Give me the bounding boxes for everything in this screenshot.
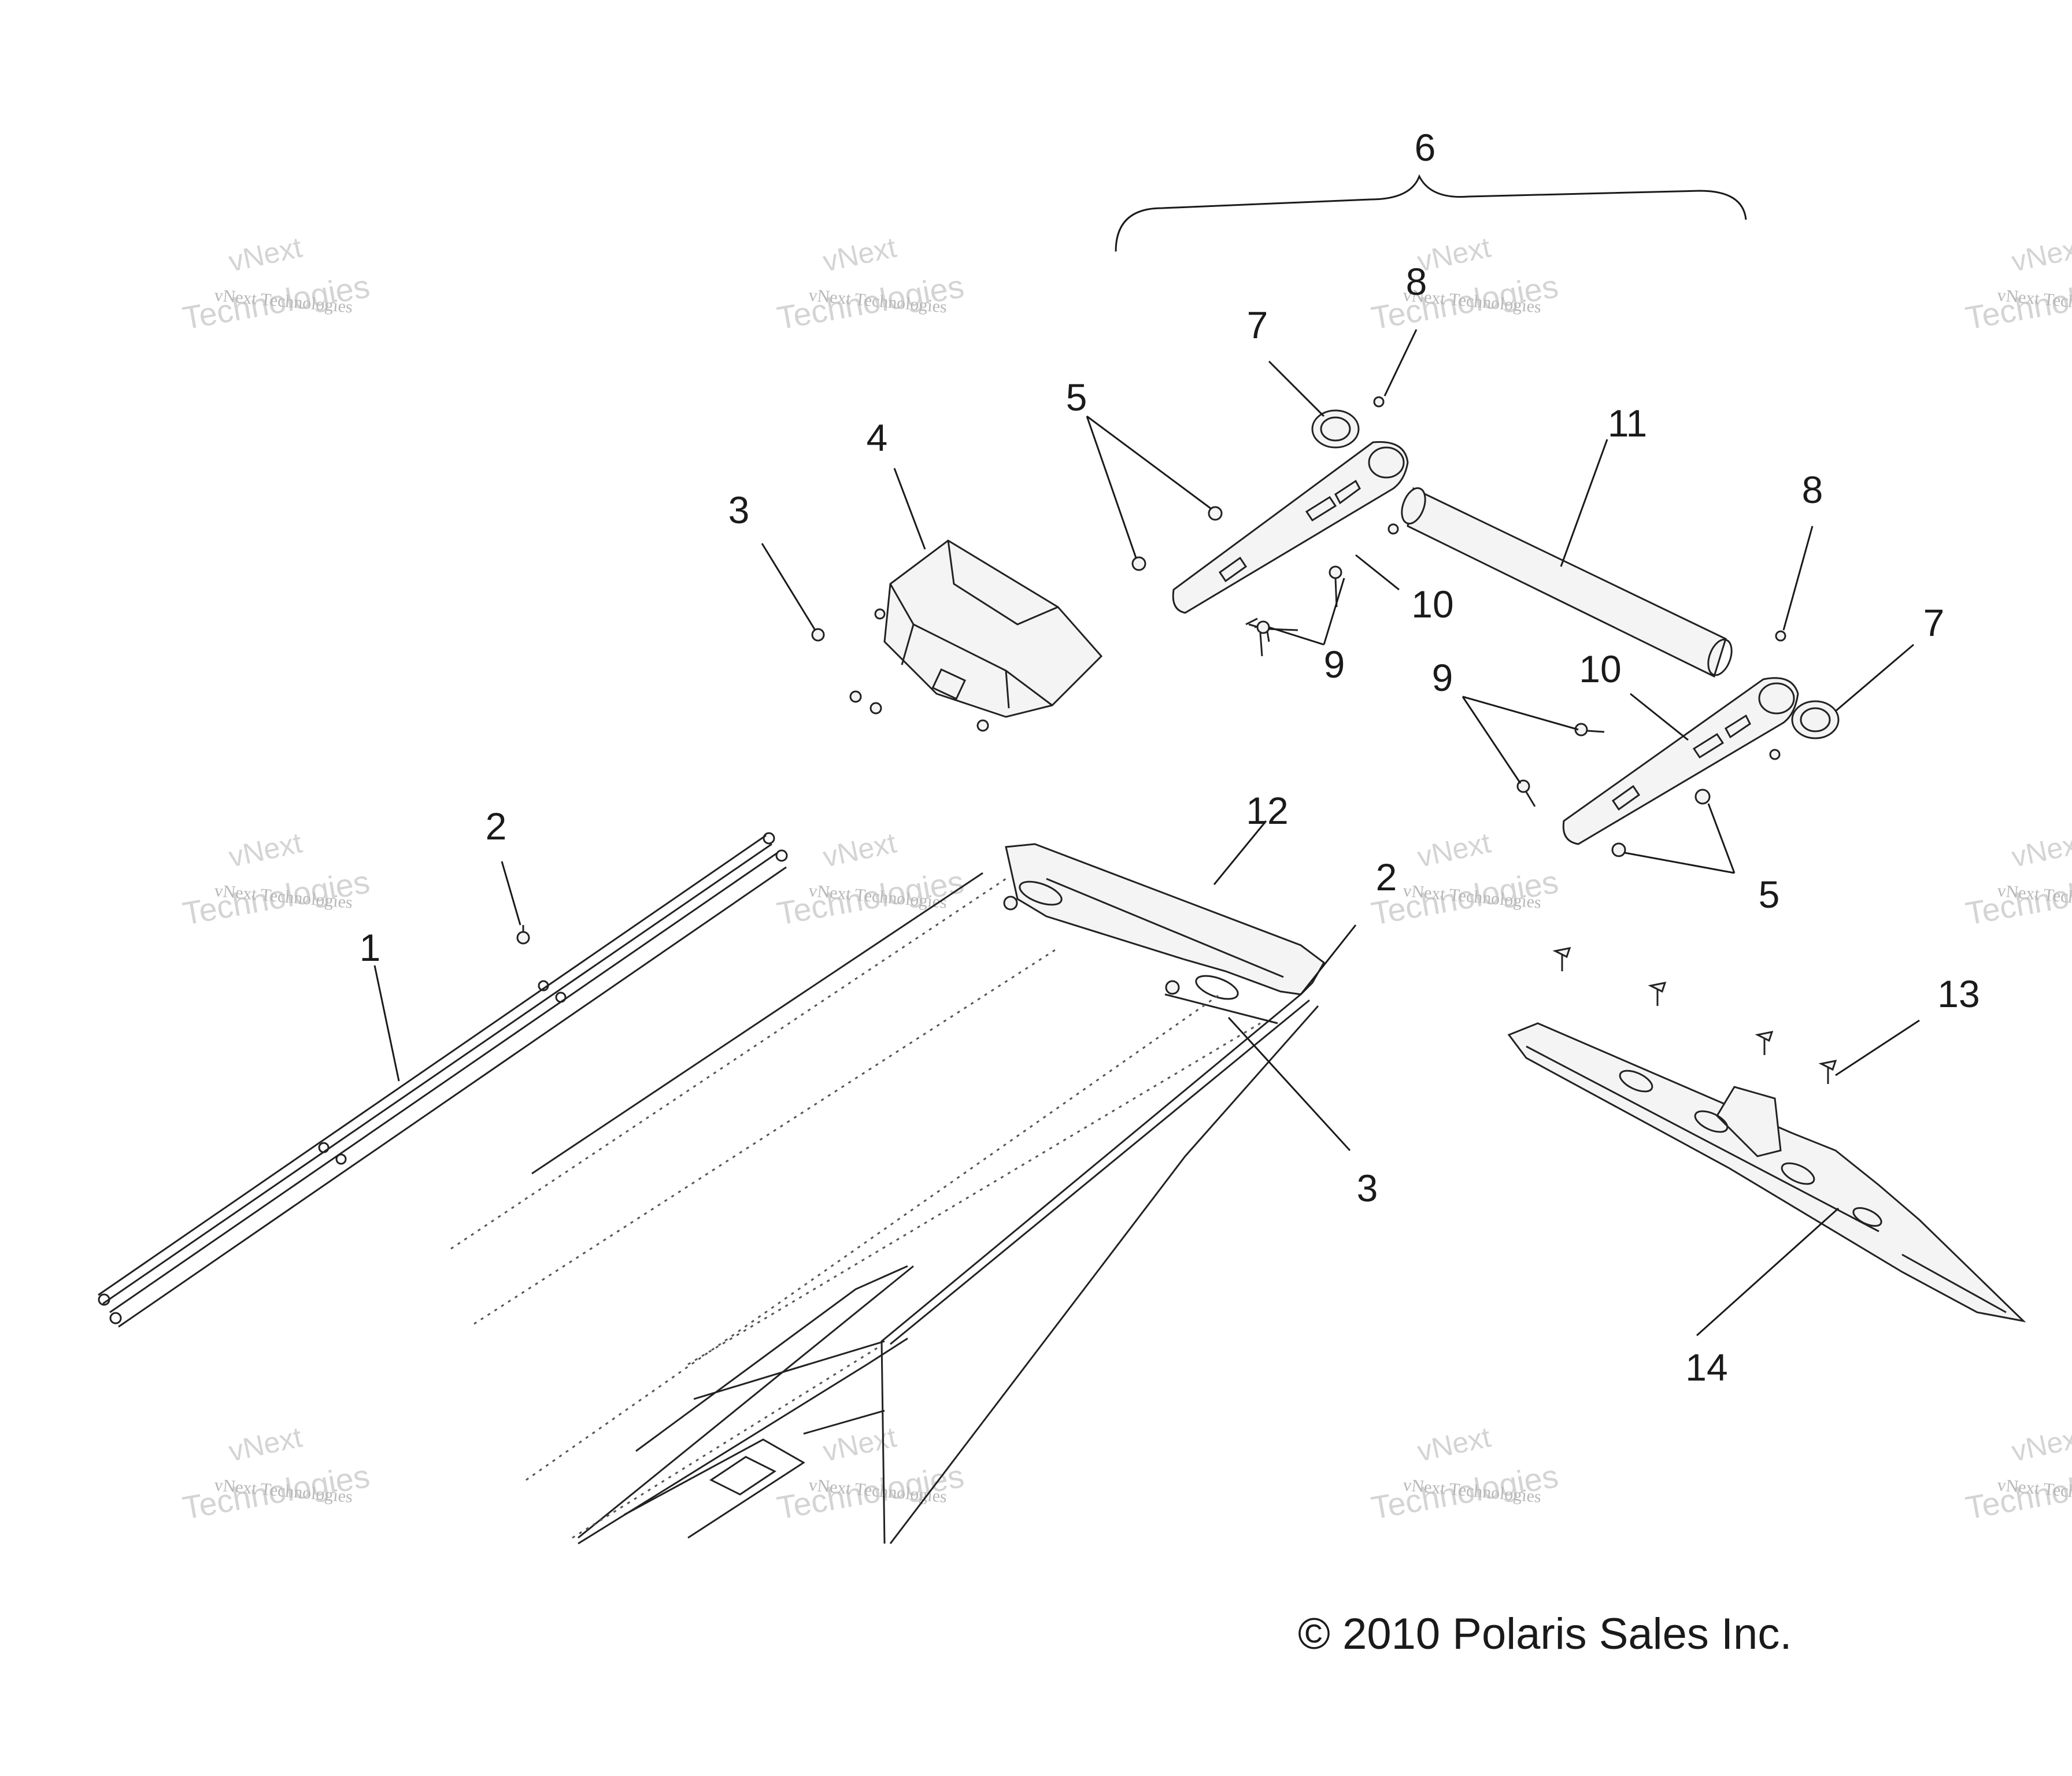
callout-7b: 7 <box>1923 601 1945 644</box>
watermark: vNext vNext Technologies Technologies <box>180 231 372 336</box>
watermark-line-3: Technologies <box>1963 1457 2072 1526</box>
watermark-line-1: vNext <box>2009 826 2072 873</box>
push-rivet-part <box>1552 947 1837 1084</box>
watermark-line-3: Technologies <box>1963 863 2072 932</box>
callout-3a: 3 <box>728 489 750 531</box>
watermark: vNext vNext Technologies Technologies <box>180 1420 372 1526</box>
callout-3b: 3 <box>1357 1167 1378 1209</box>
callout-13: 13 <box>1937 972 1980 1015</box>
callout-8a: 8 <box>1406 260 1427 303</box>
watermark: vNext vNext Technologies Technologies <box>1963 1420 2072 1526</box>
callout-4: 4 <box>867 416 888 459</box>
watermark-line-1: vNext <box>226 1420 305 1467</box>
callout-9a: 9 <box>1324 643 1345 686</box>
arm-part-lower <box>1562 677 1799 845</box>
watermark-line-1: vNext <box>820 231 900 278</box>
callout-7a: 7 <box>1247 304 1268 346</box>
watermark: vNext vNext Technologies Technologies <box>1368 231 1561 336</box>
watermark-line-3: Technologies <box>180 1457 372 1526</box>
watermark-line-3: Technologies <box>774 863 967 932</box>
callout-5a: 5 <box>1066 376 1087 419</box>
watermark: vNext vNext Technologies Technologies <box>774 826 967 931</box>
callout-6: 6 <box>1415 126 1436 169</box>
watermark: vNext vNext Technologies Technologies <box>1963 231 2072 336</box>
end-cap-part <box>1311 409 1840 739</box>
callout-11: 11 <box>1608 402 1648 445</box>
watermark-line-1: vNext <box>1415 826 1494 873</box>
watermark-line-3: Technologies <box>180 863 372 932</box>
arm-part-upper <box>1172 441 1409 614</box>
leader-lines <box>373 174 1920 1337</box>
watermark: vNext vNext Technologies Technologies <box>1368 1420 1561 1526</box>
watermark-line-3: Technologies <box>1368 1457 1561 1526</box>
callout-2b: 2 <box>1376 856 1397 898</box>
callout-9b: 9 <box>1432 656 1453 699</box>
rivet-part <box>516 925 530 945</box>
callout-2a: 2 <box>486 805 507 848</box>
screw-part <box>811 628 825 642</box>
watermark: vNext vNext Technologies Technologies <box>1963 826 2072 931</box>
watermark-line-1: vNext <box>820 826 900 873</box>
nut-part <box>1131 506 1711 857</box>
watermark-line-3: Technologies <box>774 268 967 336</box>
callout-10b: 10 <box>1579 648 1621 690</box>
copyright-notice: © 2010 Polaris Sales Inc. <box>1298 1610 1792 1659</box>
callout-10a: 10 <box>1411 583 1453 626</box>
watermark-line-3: Technologies <box>1963 268 2072 336</box>
watermark-line-1: vNext <box>2009 1420 2072 1467</box>
callout-14: 14 <box>1685 1346 1727 1389</box>
watermark-line-1: vNext <box>820 1420 900 1467</box>
watermark: vNext vNext Technologies Technologies <box>774 231 967 336</box>
callout-5b: 5 <box>1759 873 1780 916</box>
callout-8b: 8 <box>1802 468 1823 511</box>
watermark-line-3: Technologies <box>1368 268 1561 336</box>
watermark: vNext vNext Technologies Technologies <box>774 1420 967 1526</box>
watermark-line-1: vNext <box>226 231 305 278</box>
tube-part <box>1401 487 1733 678</box>
watermark-line-3: Technologies <box>1368 863 1561 932</box>
rail-part <box>98 832 788 1328</box>
bracket-part <box>1507 1022 2026 1323</box>
chassis-part <box>450 843 1325 1545</box>
callout-labels: 1 2 2 3 3 4 5 5 6 7 7 8 8 9 9 10 10 11 1… <box>360 126 1980 1389</box>
watermark-line-3: Technologies <box>180 268 372 336</box>
watermark: vNext vNext Technologies Technologies <box>1368 826 1561 931</box>
watermark-line-3: Technologies <box>774 1457 967 1526</box>
watermark: vNext vNext Technologies Technologies <box>180 826 372 931</box>
callout-1: 1 <box>360 926 381 969</box>
bolt-part <box>1245 565 1605 807</box>
cover-housing-part <box>849 539 1103 732</box>
small-screw-part <box>1373 396 1786 760</box>
callout-12: 12 <box>1246 789 1288 832</box>
watermark-line-1: vNext <box>226 826 305 873</box>
watermark-line-1: vNext <box>1415 1420 1494 1467</box>
watermark-line-1: vNext <box>2009 231 2072 278</box>
